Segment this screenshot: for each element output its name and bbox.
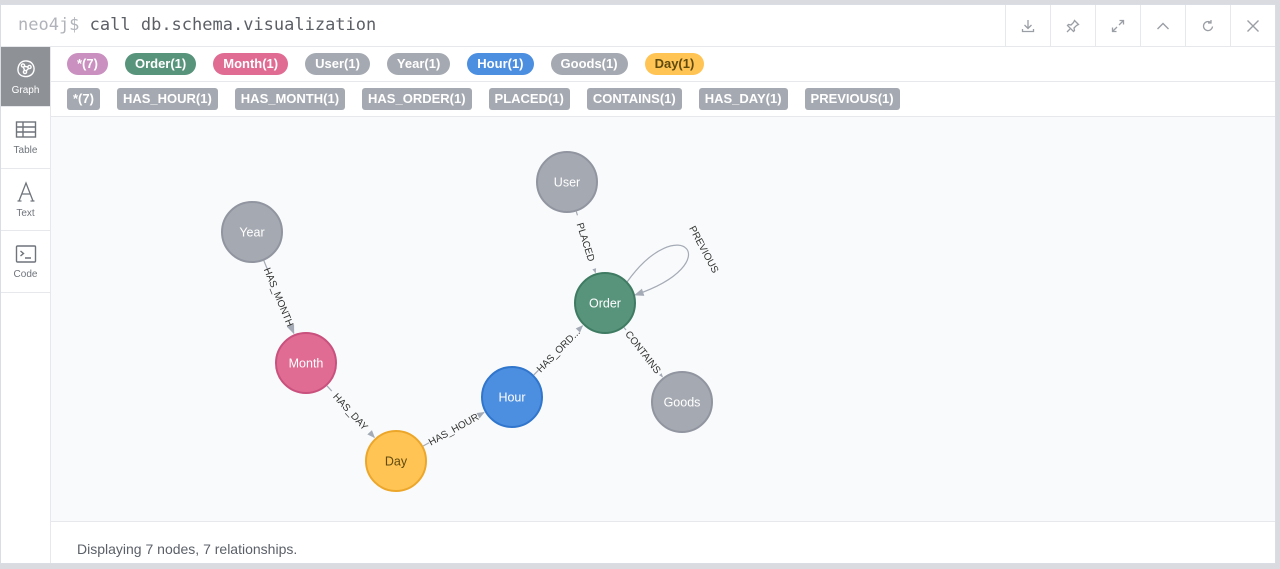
node-label-pill[interactable]: Day(1) (644, 53, 705, 75)
chevron-up-icon (1157, 22, 1169, 30)
relationship-has-hour[interactable]: HAS_HOUR (422, 410, 485, 449)
node-caption: Order (589, 297, 621, 311)
node-label-legend: *(7) Order(1) Month(1) User(1) Year(1) Hour(1… (51, 47, 1275, 82)
node-circle[interactable] (651, 371, 713, 433)
relationship-previous[interactable]: PREVIOUS (626, 224, 720, 296)
relationship-type-pill[interactable]: HAS_HOUR(1) (116, 88, 218, 110)
code-icon (15, 244, 36, 263)
relationship-contains[interactable]: CONTAINS (621, 326, 666, 378)
node-circle[interactable] (365, 430, 427, 492)
node-label-pill[interactable]: Hour(1) (467, 53, 534, 75)
view-table-label: Table (13, 144, 38, 156)
graph-node-order[interactable]: Order (574, 272, 636, 334)
view-code-button[interactable]: Code (1, 231, 50, 293)
relationship-has-ord[interactable]: HAS_ORD... (533, 325, 584, 376)
close-button[interactable] (1230, 5, 1275, 47)
view-graph-button[interactable]: Graph (1, 47, 50, 107)
node-caption: Month (289, 357, 324, 371)
expand-icon (1111, 19, 1125, 33)
node-caption: Year (239, 226, 264, 240)
view-text-label: Text (16, 207, 35, 219)
node-circle[interactable] (275, 332, 337, 394)
relationship-label-background (534, 326, 583, 375)
result-frame: neo4j$ call db.schema.visualization (0, 4, 1276, 564)
command-text[interactable]: neo4j$ call db.schema.visualization (18, 15, 376, 35)
graph-node-year[interactable]: Year (221, 201, 283, 263)
command-prompt: neo4j$ (18, 15, 80, 35)
download-button[interactable] (1005, 5, 1050, 47)
relationship-type-pill[interactable]: *(7) (67, 88, 100, 110)
graph-icon (16, 59, 35, 77)
node-caption: Hour (498, 391, 525, 405)
relationship-label: PREVIOUS (686, 224, 720, 275)
result-content: *(7) Order(1) Month(1) User(1) Year(1) Hour(1… (51, 47, 1275, 563)
relationship-has-day[interactable]: HAS_DAY (326, 385, 376, 439)
graph-node-goods[interactable]: Goods (651, 371, 713, 433)
relationship-type-pill[interactable]: PLACED(1) (488, 88, 570, 110)
frame-actions (1005, 5, 1275, 47)
command-bar: neo4j$ call db.schema.visualization (1, 5, 1275, 47)
graph-node-month[interactable]: Month (275, 332, 337, 394)
graph-canvas[interactable]: HAS_MONTH HAS_DAY HAS_HOUR HAS_ORD... PLACED… (51, 117, 1275, 522)
relationship-label-background (621, 326, 666, 378)
status-text: Displaying 7 nodes, 7 relationships. (77, 541, 298, 557)
pin-button[interactable] (1050, 5, 1095, 47)
relationship-type-pill[interactable]: HAS_DAY(1) (698, 88, 788, 110)
graph-node-day[interactable]: Day (365, 430, 427, 492)
relationship-has-month[interactable]: HAS_MONTH (261, 260, 296, 335)
view-code-label: Code (13, 268, 38, 280)
node-label-pill[interactable]: Year(1) (386, 53, 451, 75)
node-circle[interactable] (536, 151, 598, 213)
rerun-icon (1202, 20, 1214, 32)
node-caption: User (554, 176, 580, 190)
relationship-type-pill[interactable]: HAS_ORDER(1) (362, 88, 472, 110)
view-graph-label: Graph (11, 84, 40, 96)
node-caption: Day (385, 455, 408, 469)
view-sidebar: Graph Table Text Code (1, 47, 51, 563)
node-caption: Goods (664, 396, 701, 410)
relationship-label-background (262, 268, 296, 326)
graph-node-hour[interactable]: Hour (481, 366, 543, 428)
relationship-type-pill[interactable]: HAS_MONTH(1) (234, 88, 346, 110)
relationship-label: HAS_ORD... (535, 327, 583, 375)
graph-node-user[interactable]: User (536, 151, 598, 213)
relationship-label: PLACED (574, 222, 596, 263)
relationship-label: HAS_HOUR (427, 412, 481, 448)
relationship-label-background (426, 410, 481, 449)
view-table-button[interactable]: Table (1, 107, 50, 169)
graph-visualization[interactable]: HAS_MONTH HAS_DAY HAS_HOUR HAS_ORD... PLACED… (51, 117, 1277, 522)
node-label-pill[interactable]: Month(1) (213, 53, 289, 75)
view-text-button[interactable]: Text (1, 169, 50, 231)
pin-icon (1066, 19, 1080, 33)
relationship-label: HAS_DAY (330, 392, 369, 434)
relationship-type-legend: *(7) HAS_HOUR(1) HAS_MONTH(1) HAS_ORDER(1) P… (51, 82, 1275, 117)
node-circle[interactable] (221, 201, 283, 263)
node-circle[interactable] (481, 366, 543, 428)
table-icon (15, 120, 36, 138)
relationship-line[interactable] (626, 244, 690, 296)
text-icon (17, 180, 34, 202)
expand-button[interactable] (1095, 5, 1140, 47)
node-label-pill[interactable]: Goods(1) (550, 53, 628, 75)
collapse-button[interactable] (1140, 5, 1185, 47)
node-label-pill[interactable]: *(7) (67, 53, 108, 75)
relationship-type-pill[interactable]: PREVIOUS(1) (804, 88, 900, 110)
relationship-label-background (327, 386, 375, 437)
relationship-label-background (571, 213, 600, 271)
relationship-type-pill[interactable]: CONTAINS(1) (586, 88, 682, 110)
node-circle[interactable] (574, 272, 636, 334)
relationship-placed[interactable]: PLACED (571, 211, 600, 274)
relationship-label: HAS_MONTH (261, 266, 295, 328)
command-query: call db.schema.visualization (89, 15, 377, 35)
node-label-pill[interactable]: User(1) (305, 53, 370, 75)
close-icon (1247, 20, 1259, 32)
rerun-button[interactable] (1185, 5, 1230, 47)
node-label-pill[interactable]: Order(1) (124, 53, 197, 75)
relationship-label: CONTAINS (622, 329, 662, 376)
download-icon (1021, 20, 1035, 33)
